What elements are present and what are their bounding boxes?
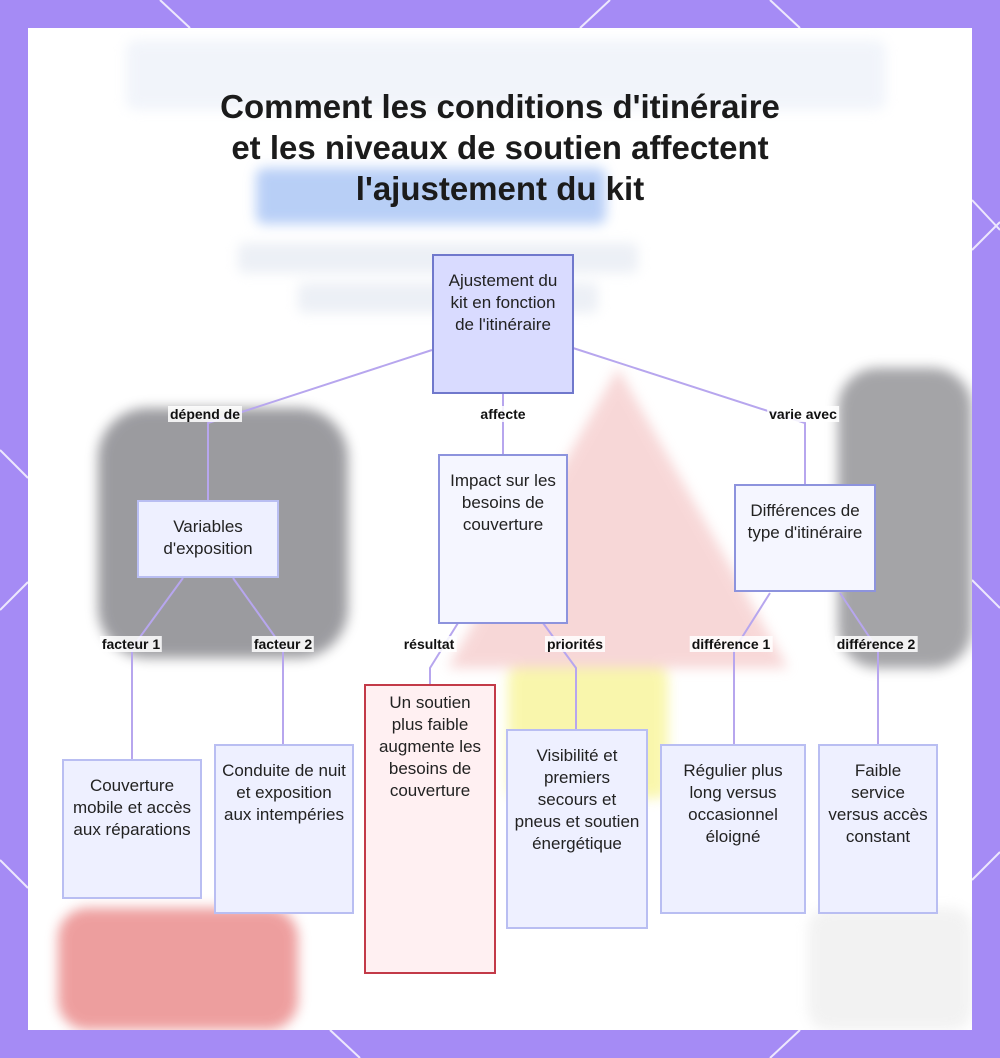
diagram-edges [131, 347, 879, 761]
diagram-panel: Comment les conditions d'itinéraire et l… [28, 28, 972, 1030]
node-route-diff-label: Différences de type d'itinéraire [747, 501, 863, 542]
node-visibility-label: Visibilité et premiers secours et pneus … [514, 746, 640, 853]
node-lower-support: Un soutien plus faible augmente les beso… [364, 684, 496, 974]
node-root: Ajustement du kit en fonction de l'itiné… [432, 254, 574, 394]
edge-impact-lower [429, 622, 459, 686]
title-line-1: Comment les conditions d'itinéraire [220, 88, 780, 125]
edge-label-depends-on: dépend de [167, 406, 243, 422]
node-night-driving-label: Conduite de nuit et exposition aux intem… [222, 761, 346, 824]
node-coverage-impact: Impact sur les besoins de couverture [438, 454, 568, 624]
edge-label-priorities: priorités [544, 636, 606, 652]
edge-label-varies-with: varie avec [767, 406, 839, 422]
node-mobile-coverage: Couverture mobile et accès aux réparatio… [62, 759, 202, 899]
edge-exposure-night [232, 577, 284, 746]
edge-root-route-diff [572, 347, 806, 486]
node-regular-long-label: Régulier plus long versus occasionnel él… [683, 761, 783, 846]
edge-exposure-coverage [131, 577, 184, 761]
edge-routediff-regular [733, 592, 771, 746]
edge-root-exposure [207, 349, 433, 500]
node-exposure-label: Variables d'exposition [163, 517, 253, 558]
node-impact-label: Impact sur les besoins de couverture [450, 471, 556, 534]
node-lower-support-label: Un soutien plus faible augmente les beso… [378, 693, 482, 800]
edge-label-factor-1: facteur 1 [99, 636, 163, 652]
node-night-driving: Conduite de nuit et exposition aux intem… [214, 744, 354, 914]
node-weak-service-label: Faible service versus accès constant [828, 761, 928, 846]
background-illustration [58, 40, 972, 1030]
node-exposure-variables: Variables d'exposition [137, 500, 279, 578]
node-regular-long: Régulier plus long versus occasionnel él… [660, 744, 806, 914]
node-route-differences: Différences de type d'itinéraire [734, 484, 876, 592]
node-visibility: Visibilité et premiers secours et pneus … [506, 729, 648, 929]
node-root-label: Ajustement du kit en fonction de l'itiné… [448, 271, 558, 334]
edge-label-difference-1: différence 1 [689, 636, 773, 652]
node-coverage-repair-label: Couverture mobile et accès aux réparatio… [72, 776, 192, 839]
node-weak-service: Faible service versus accès constant [818, 744, 938, 914]
title-line-2: et les niveaux de soutien affectent [231, 129, 769, 166]
edge-label-result: résultat [401, 636, 457, 652]
diagram-title: Comment les conditions d'itinéraire et l… [28, 86, 972, 209]
edge-routediff-weak [839, 592, 879, 746]
title-line-3: l'ajustement du kit [355, 170, 645, 207]
edge-label-factor-2: facteur 2 [251, 636, 315, 652]
edge-label-affects: affecte [478, 406, 528, 422]
edge-label-difference-2: différence 2 [834, 636, 918, 652]
